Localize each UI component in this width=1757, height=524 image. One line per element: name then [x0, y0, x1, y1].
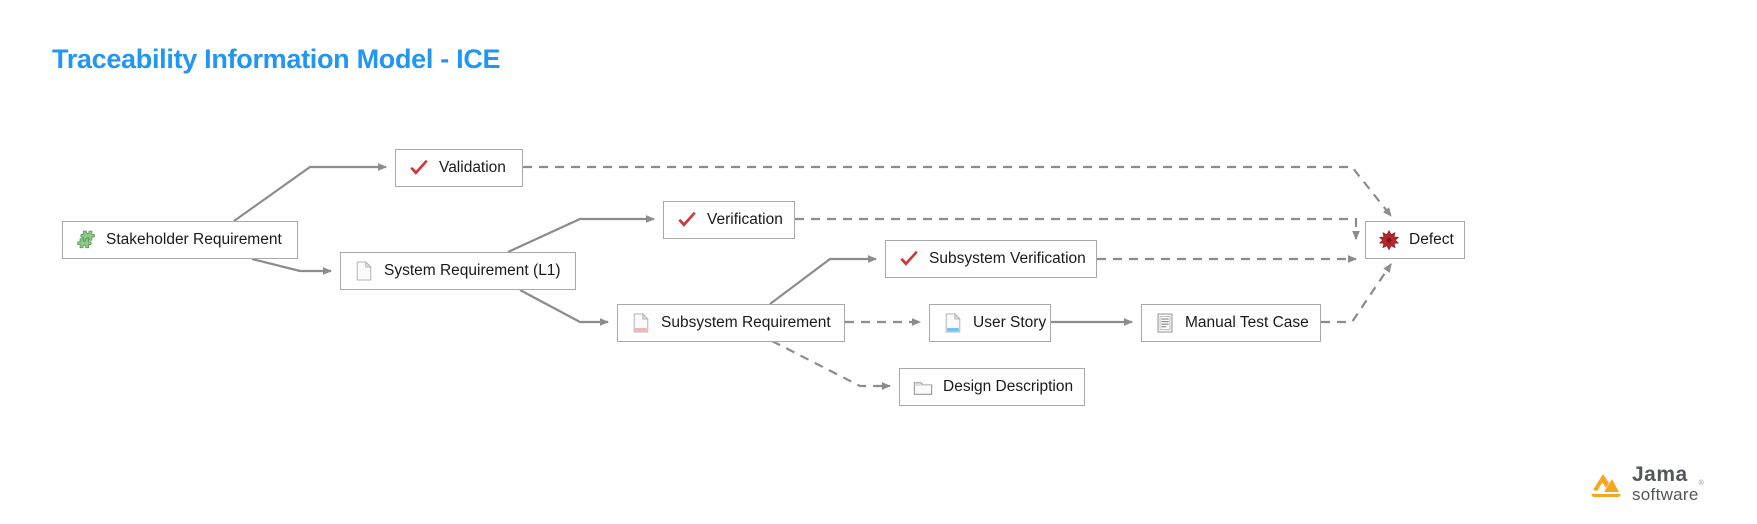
jama-logo-mark	[1591, 474, 1621, 497]
node-subsystem-verification[interactable]: Subsystem Verification	[885, 240, 1097, 278]
node-defect[interactable]: Defect	[1365, 221, 1465, 259]
node-user-story[interactable]: User Story	[929, 304, 1051, 342]
node-label: System Requirement (L1)	[384, 262, 561, 280]
node-stakeholder-requirement[interactable]: Stakeholder Requirement	[62, 221, 298, 259]
node-label: Validation	[439, 159, 506, 177]
node-system-requirement[interactable]: System Requirement (L1)	[340, 252, 576, 290]
node-label: Subsystem Verification	[929, 250, 1086, 268]
node-design-description[interactable]: Design Description	[899, 368, 1085, 406]
node-label: Verification	[707, 211, 783, 229]
edge-validation-to-defect	[523, 165, 1392, 217]
edge-verification-to-defect	[795, 217, 1360, 240]
node-verification[interactable]: Verification	[663, 201, 795, 239]
node-label: User Story	[973, 314, 1047, 332]
red-check-icon	[678, 211, 696, 227]
puzzle-piece-icon	[77, 230, 95, 249]
document-blue-icon	[945, 312, 962, 333]
node-label: Manual Test Case	[1185, 314, 1309, 332]
starburst-icon	[1378, 229, 1400, 251]
document-icon	[356, 260, 373, 281]
red-check-icon	[900, 250, 918, 266]
edge-subsystem-requirement-to-design-description	[771, 340, 891, 390]
logo-line-2: software	[1632, 484, 1699, 504]
edge-system-requirement-to-subsystem-requirement	[519, 289, 609, 326]
logo-line-1: Jama	[1632, 462, 1688, 486]
logo-trademark: ®	[1698, 479, 1704, 487]
node-label: Design Description	[943, 378, 1074, 396]
node-label: Stakeholder Requirement	[106, 231, 282, 249]
page-title: Traceability Information Model - ICE	[52, 44, 501, 74]
edge-stakeholder-to-validation	[233, 163, 387, 222]
edge-manual-test-case-to-defect	[1321, 263, 1392, 324]
node-label: Defect	[1409, 231, 1454, 249]
node-manual-test-case[interactable]: Manual Test Case	[1141, 304, 1321, 342]
node-subsystem-requirement[interactable]: Subsystem Requirement	[617, 304, 845, 342]
edge-stakeholder-to-system-requirement	[251, 257, 332, 275]
document-pink-icon	[633, 312, 650, 333]
red-check-icon	[410, 159, 428, 175]
node-validation[interactable]: Validation	[395, 149, 523, 187]
jama-software-logo: Jama software ®	[1589, 460, 1739, 506]
lined-document-icon	[1157, 313, 1173, 333]
edge-system-requirement-to-verification	[507, 215, 655, 253]
node-label: Subsystem Requirement	[661, 314, 831, 332]
edge-subsystem-requirement-to-subsystem-verification	[769, 255, 877, 305]
folder-icon	[913, 382, 933, 395]
